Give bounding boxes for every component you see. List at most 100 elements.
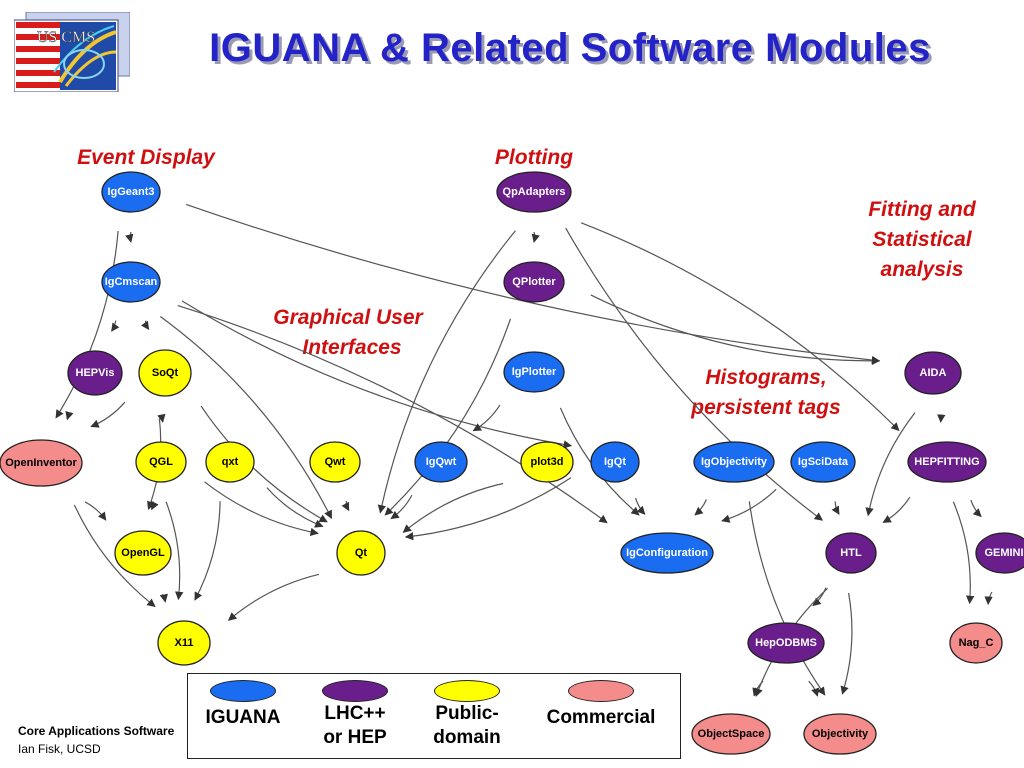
node-shape-qgl — [135, 441, 187, 483]
node-shape-x11 — [157, 620, 211, 666]
edge-qgl-to-x11 — [165, 501, 184, 601]
legend-item-lhc: LHC++ or HEP — [300, 680, 410, 750]
us-cms-logo: US CMS — [14, 12, 130, 92]
legend-swatch-lhc — [322, 680, 388, 702]
category-gui-line1: Graphical User — [273, 306, 424, 329]
legend-label-lhc-line2: or HEP — [323, 727, 387, 748]
node-shape-iggeant3 — [101, 171, 161, 213]
edge-igqwt-to-qt — [390, 494, 413, 520]
node-qpadapters: QpAdapters — [496, 171, 572, 213]
node-label-htl: HTL — [840, 547, 862, 559]
node-shape-igobjectivity — [693, 441, 775, 483]
node-igconfiguration: IgConfiguration — [620, 532, 714, 574]
edge-qpadapters-to-qplotter — [531, 231, 540, 243]
edge-igobjectivity-to-objectivity — [748, 501, 826, 696]
edge-hepfitting-to-htl — [882, 496, 911, 523]
node-soqt: SoQt — [138, 349, 192, 397]
footer-line1: Core Applications Software — [18, 724, 175, 738]
node-shape-hepfitting — [907, 441, 987, 483]
edge-hepvis-to-openinventor — [65, 410, 74, 421]
node-label-igqwt: IgQwt — [426, 456, 457, 468]
node-shape-objectivity — [803, 713, 877, 755]
node-label-gemini: GEMINI — [984, 547, 1023, 559]
node-label-igconfiguration: IgConfiguration — [626, 547, 708, 559]
node-label-plot3d: plot3d — [531, 456, 564, 468]
legend-item-iguana: IGUANA — [188, 680, 298, 730]
legend-swatch-iguana — [210, 680, 276, 702]
category-gui-line2: Interfaces — [302, 336, 401, 359]
edge-openinventor-to-opengl — [84, 501, 107, 521]
node-label-x11: X11 — [175, 637, 194, 649]
node-label-openinventor: OpenInventor — [5, 457, 77, 469]
edge-aida-to-htl — [865, 412, 916, 517]
edge-qplotter-to-aida — [590, 294, 881, 366]
node-hepodbms: HepODBMS — [747, 622, 825, 664]
node-shape-igplotter — [503, 351, 565, 393]
legend-label-lhc-line1: LHC++ — [324, 703, 386, 724]
legend-swatch-commercial — [568, 680, 634, 702]
node-hepfitting: HEPFITTING — [907, 441, 987, 483]
node-shape-qplotter — [503, 261, 565, 303]
node-opengl: OpenGL — [114, 530, 172, 576]
edge-iggeant3-to-openinventor — [55, 230, 119, 419]
edge-qplotter-to-qt — [384, 318, 512, 516]
node-qwt: Qwt — [309, 441, 361, 483]
node-shape-opengl — [114, 530, 172, 576]
node-shape-gemini — [975, 532, 1024, 574]
edge-qt-to-x11 — [227, 573, 320, 621]
edge-igscidata-to-htl — [831, 501, 840, 515]
category-histograms-line2: persistent tags — [690, 396, 840, 419]
node-qt: Qt — [336, 530, 386, 576]
node-label-qgl: QGL — [149, 456, 173, 468]
node-label-hepvis: HEPVis — [76, 367, 115, 379]
logo-text: US CMS — [37, 29, 95, 46]
node-shape-qpadapters — [496, 171, 572, 213]
node-shape-aida — [904, 351, 962, 395]
legend-label-public-line1: Public- — [435, 703, 499, 724]
node-qgl: QGL — [135, 441, 187, 483]
edge-igcmscan-to-qt — [159, 316, 333, 520]
edge-hepfitting-to-gemini — [970, 499, 982, 518]
node-label-qxt: qxt — [222, 456, 239, 468]
edge-qpadapters-to-htl — [565, 227, 823, 521]
node-label-igscidata: IgSciData — [798, 456, 849, 468]
category-fitting-line3: analysis — [881, 258, 964, 281]
legend-item-commercial: Commercial — [526, 680, 676, 730]
node-igscidata: IgSciData — [790, 441, 856, 483]
edge-qpadapters-to-hepfitting — [580, 222, 900, 432]
node-objectspace: ObjectSpace — [691, 713, 771, 755]
node-label-hepfitting: HEPFITTING — [914, 456, 979, 468]
node-gemini: GEMINI — [975, 532, 1024, 574]
category-plotting: Plotting — [495, 146, 573, 169]
legend-label-public-line2: domain — [433, 727, 501, 748]
node-shape-qt — [336, 530, 386, 576]
node-shape-nag_c — [949, 622, 1003, 664]
edges-layer — [55, 203, 993, 697]
edge-igcmscan-to-igqt — [181, 300, 573, 449]
edge-hepfitting-to-nag_c — [952, 501, 975, 605]
node-label-aida: AIDA — [920, 367, 947, 379]
node-label-objectspace: ObjectSpace — [698, 728, 765, 740]
edge-qxt-to-qt — [266, 487, 324, 528]
edge-qpadapters-to-qt — [377, 230, 516, 514]
category-fitting-line2: Statistical — [872, 228, 972, 251]
node-shape-qxt — [205, 441, 255, 483]
edge-igplotter-to-igqwt — [472, 404, 501, 432]
node-shape-hepodbms — [747, 622, 825, 664]
node-label-qt: Qt — [355, 547, 368, 559]
category-histograms-line1: Histograms, — [705, 366, 826, 389]
edge-igcmscan-to-hepvis — [111, 320, 120, 332]
node-qxt: qxt — [205, 441, 255, 483]
footer-line2: Ian Fisk, UCSD — [18, 742, 101, 756]
node-label-hepodbms: HepODBMS — [755, 637, 817, 649]
page-title: IGUANA & Related Software Modules — [209, 26, 931, 70]
legend-swatch-public — [434, 680, 500, 702]
category-event-display: Event Display — [77, 146, 216, 169]
edge-htl-to-hepodbms — [812, 587, 827, 607]
node-shape-objectspace — [691, 713, 771, 755]
node-shape-hepvis — [67, 350, 123, 396]
node-shape-igqwt — [414, 441, 468, 483]
edge-aida-to-hepfitting — [937, 414, 946, 423]
